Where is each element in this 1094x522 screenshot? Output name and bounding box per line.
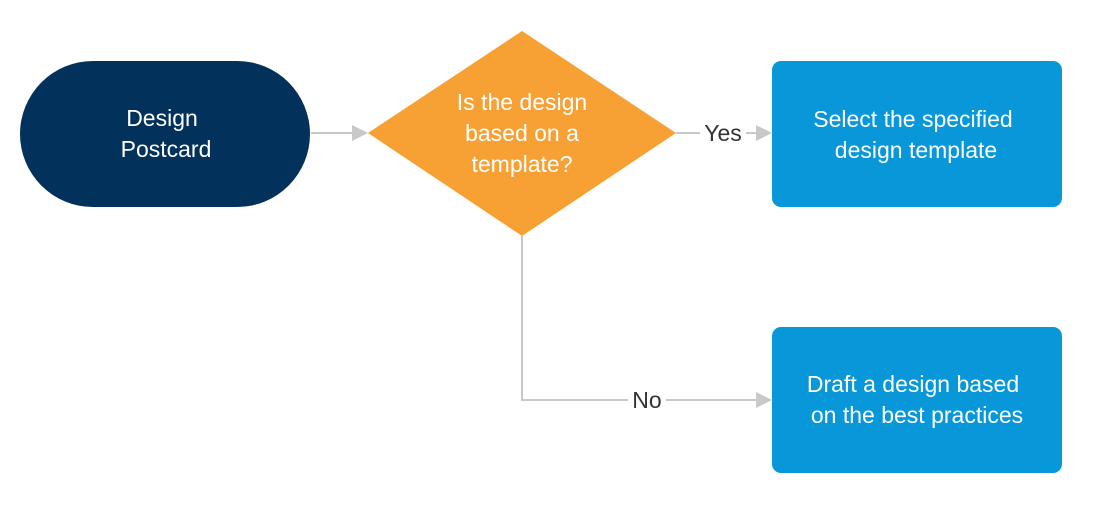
process-box-no-shape: [772, 327, 1062, 473]
process-no-label-line1: Draft a design based: [807, 371, 1019, 397]
process-box-no: Draft a design based on the best practic…: [772, 327, 1062, 473]
decision-diamond: Is the design based on a template?: [368, 31, 676, 236]
process-yes-label-line1: Select the specified: [813, 106, 1012, 132]
connector-yes: [676, 125, 772, 141]
start-terminal-shape: [20, 61, 310, 207]
decision-label-line2: based on a: [465, 120, 579, 146]
yes-edge-label: Yes: [704, 120, 742, 146]
start-terminal-label-line2: Postcard: [121, 136, 212, 162]
connector-start-to-decision: [311, 125, 368, 141]
process-box-yes: Select the specified design template: [772, 61, 1062, 207]
start-terminal: Design Postcard: [20, 61, 310, 207]
decision-label-line3: template?: [471, 151, 572, 177]
connector-no: [521, 236, 772, 408]
decision-diamond-shape: [368, 31, 676, 236]
process-no-label-line2: on the best practices: [811, 402, 1023, 428]
start-terminal-label-line1: Design: [126, 105, 198, 131]
no-edge-label: No: [632, 387, 661, 413]
process-yes-label-line2: design template: [835, 137, 997, 163]
decision-label-line1: Is the design: [457, 89, 587, 115]
process-box-yes-shape: [772, 61, 1062, 207]
